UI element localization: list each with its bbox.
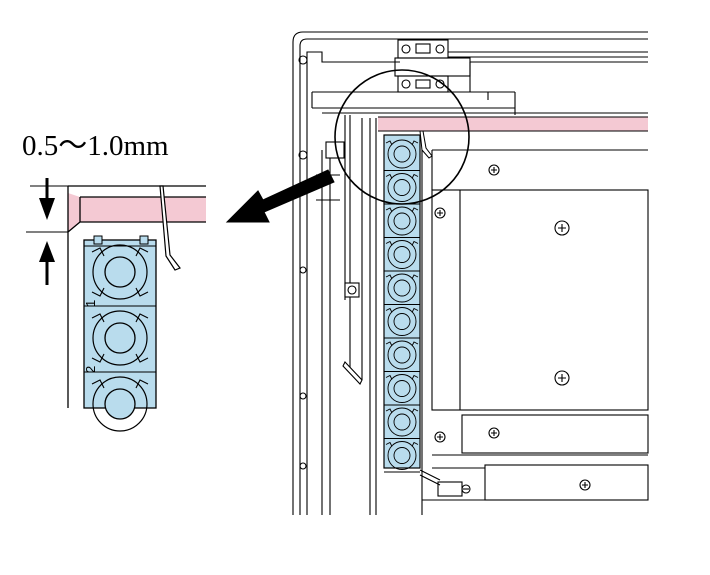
screw	[554, 370, 570, 386]
screw	[434, 207, 446, 219]
screw	[434, 431, 446, 443]
main-assembly	[292, 31, 649, 515]
main-wire	[419, 130, 433, 159]
cell-number-2: 2	[83, 366, 98, 373]
terminal-cell	[384, 173, 420, 205]
screw	[488, 427, 500, 439]
dimension-label: 0.5～1.0mm	[22, 130, 169, 162]
detail-pink-strip	[68, 193, 206, 232]
magnifier-circle	[334, 69, 470, 205]
cell-number-1: 1	[83, 300, 98, 307]
screw	[461, 484, 471, 494]
dimension-markers	[26, 178, 68, 285]
terminal-cell	[384, 273, 420, 305]
terminal-cell	[384, 374, 420, 406]
detail-cell	[91, 310, 149, 366]
detail-view: 1 2	[67, 185, 206, 432]
screw	[554, 220, 570, 236]
terminal-cell	[384, 307, 420, 339]
screw	[579, 479, 591, 491]
terminal-cell	[384, 139, 420, 171]
terminal-cell	[384, 441, 420, 473]
detail-wire	[159, 185, 181, 271]
detail-cell	[91, 376, 149, 432]
terminal-block-column	[383, 134, 421, 473]
detail-panel-outline	[67, 185, 206, 408]
detail-cell	[91, 244, 149, 300]
terminal-cell	[384, 240, 420, 272]
terminal-cell	[384, 407, 420, 439]
pointer-arrow	[225, 169, 335, 223]
terminal-cell	[384, 206, 420, 238]
terminal-cell	[384, 340, 420, 372]
screw	[488, 164, 500, 176]
